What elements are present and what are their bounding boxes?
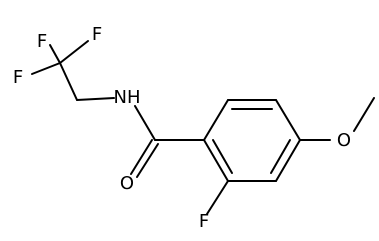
atom-f-mid-left: F (13, 67, 23, 88)
ring-inner-bond-6-1 (212, 139, 233, 174)
bond-ring-f (206, 180, 229, 215)
bond-n-carbonyl (134, 105, 156, 141)
atom-f-top-left: F (37, 31, 47, 52)
ring-bond-6-1 (203, 139, 229, 182)
bond-carbonyl-o-2 (136, 143, 159, 178)
atom-o-methoxy: O (337, 130, 351, 151)
bond-cf3-ch2 (59, 62, 78, 101)
bond-cf3-f-top-right (59, 40, 89, 64)
ring-bond-4-5 (275, 139, 301, 182)
ring-bond-1-2 (203, 99, 229, 141)
bond-cf3-f-mid-left (31, 62, 61, 75)
bond-o-methyl (353, 97, 375, 132)
bonds (31, 40, 375, 215)
bond-cf3-f-top-left (49, 44, 61, 64)
atom-o-carbonyl: O (120, 173, 134, 194)
bond-ch2-n (76, 97, 115, 101)
bond-carbonyl-o-1 (130, 139, 153, 175)
atom-labels: F F F NH O O F (13, 24, 351, 232)
ring-inner-bond-4-5 (270, 139, 291, 174)
atom-f-ring: F (199, 211, 209, 232)
atom-f-top-right: F (92, 24, 102, 45)
ring-bond-3-4 (275, 99, 301, 141)
atom-nh: NH (114, 87, 141, 108)
